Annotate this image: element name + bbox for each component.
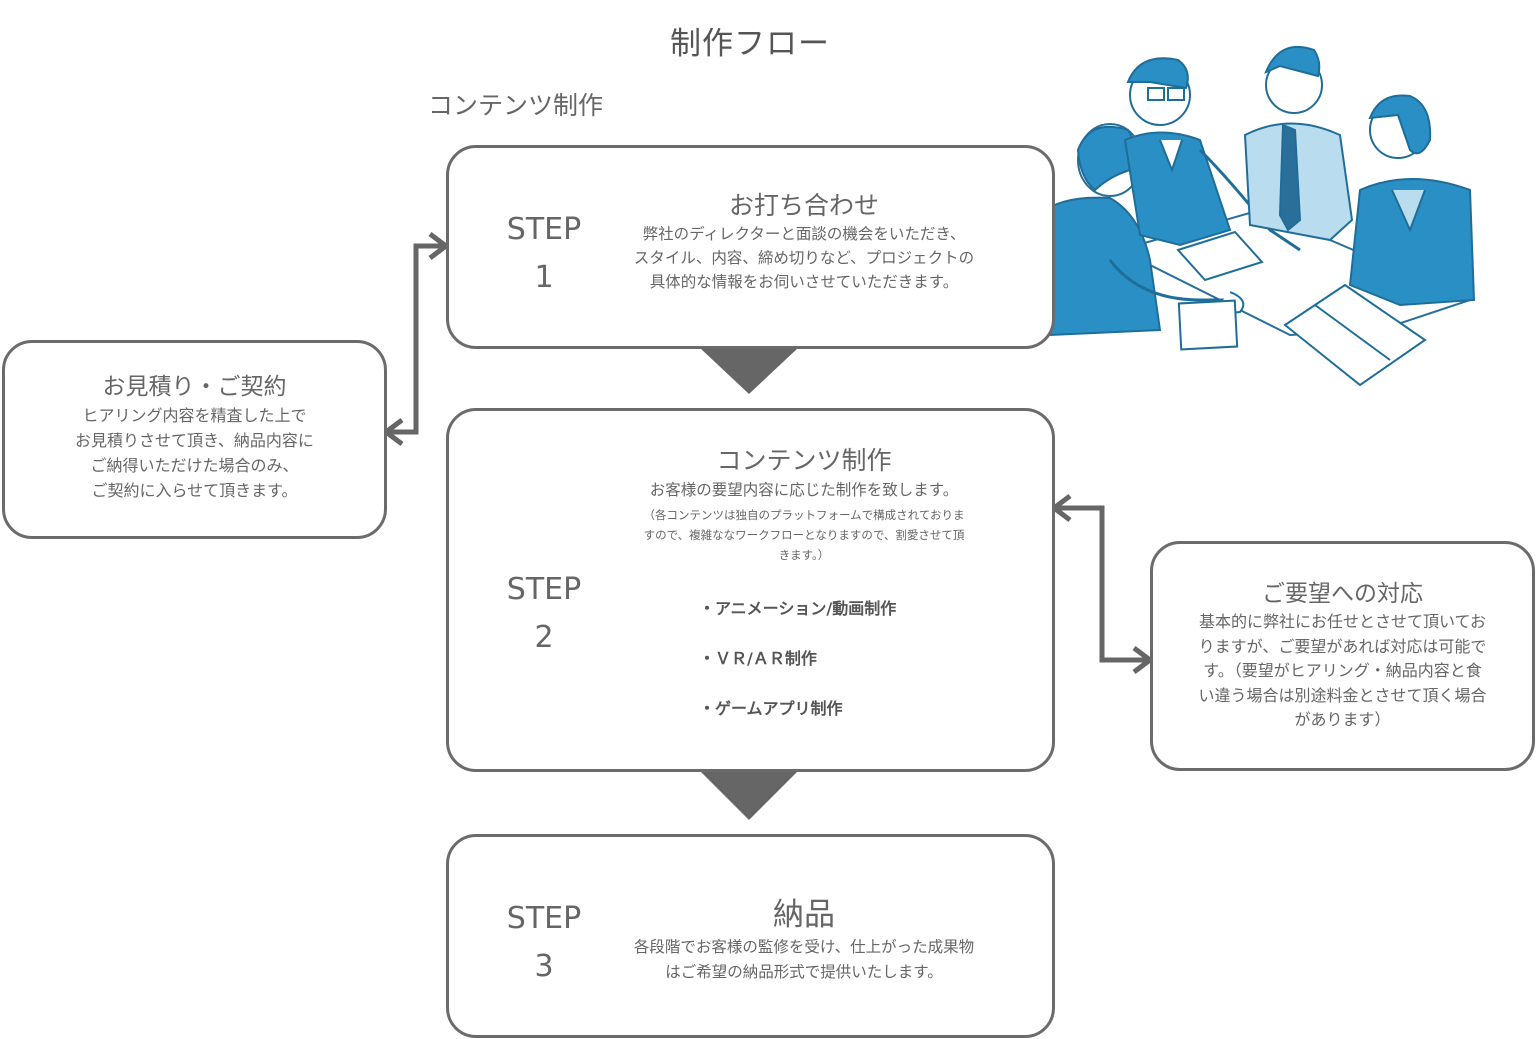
request-connector-line	[1054, 505, 1150, 663]
step2-item-game: ・ゲームアプリ制作	[699, 699, 843, 718]
step2-number: 2	[534, 620, 554, 655]
step3-title: 納品	[773, 897, 835, 933]
step2-label-text: STEP	[506, 572, 582, 607]
step1-body: 弊社のディレクターと面談の機会をいただき、 スタイル、内容、締め切りなど、プロジ…	[633, 225, 975, 291]
estimate-connector-line	[386, 243, 446, 435]
step2-label: STEP 2	[474, 566, 614, 662]
estimate-title: お見積り・ご契約	[102, 374, 287, 400]
page-title: 制作フロー	[670, 26, 830, 62]
step3-label-text: STEP	[506, 901, 582, 936]
step1-number: 1	[534, 260, 554, 295]
step3-body: 各段階でお客様の監修を受け、仕上がった成果物 はご希望の納品形式で提供いたします…	[633, 938, 975, 981]
request-body: 基本的に弊社にお任せとさせて頂いてお りますが、ご要望があれば対応は可能で す。…	[1198, 612, 1487, 729]
step1-title: お打ち合わせ	[728, 191, 879, 220]
request-box: ご要望への対応 基本的に弊社にお任せとさせて頂いてお りますが、ご要望があれば対…	[1150, 541, 1535, 771]
step1-label: STEP 1	[474, 206, 614, 302]
step2-body: お客様の要望内容に応じた制作を致します。	[649, 481, 959, 499]
step3-label: STEP 3	[474, 895, 614, 991]
step1-label-text: STEP	[506, 212, 582, 247]
estimate-box: お見積り・ご契約 ヒアリング内容を精査した上で お見積りさせて頂き、納品内容に …	[2, 340, 387, 539]
step2-item-animation: ・アニメーション/動画制作	[699, 599, 897, 618]
step2-title: コンテンツ制作	[716, 446, 892, 475]
down-arrow-2	[700, 771, 798, 820]
step2-box: STEP 2 コンテンツ制作 お客様の要望内容に応じた制作を致します。 （各コン…	[446, 408, 1055, 772]
step3-number: 3	[534, 949, 554, 984]
step1-box: STEP 1 お打ち合わせ 弊社のディレクターと面談の機会をいただき、 スタイル…	[446, 145, 1055, 349]
estimate-body: ヒアリング内容を精査した上で お見積りさせて頂き、納品内容に ご納得いただけた場…	[75, 406, 314, 500]
step3-box: STEP 3 納品 各段階でお客様の監修を受け、仕上がった成果物 はご希望の納品…	[446, 834, 1055, 1038]
step2-item-vrar: ・ＶＲ/ＡＲ制作	[699, 649, 817, 668]
request-title: ご要望への対応	[1262, 581, 1423, 607]
down-arrow-1	[700, 348, 798, 394]
section-label: コンテンツ制作	[428, 91, 604, 120]
step2-note: （各コンテンツは独自のプラットフォームで構成されておりま すので、複雑ななワーク…	[643, 508, 965, 562]
